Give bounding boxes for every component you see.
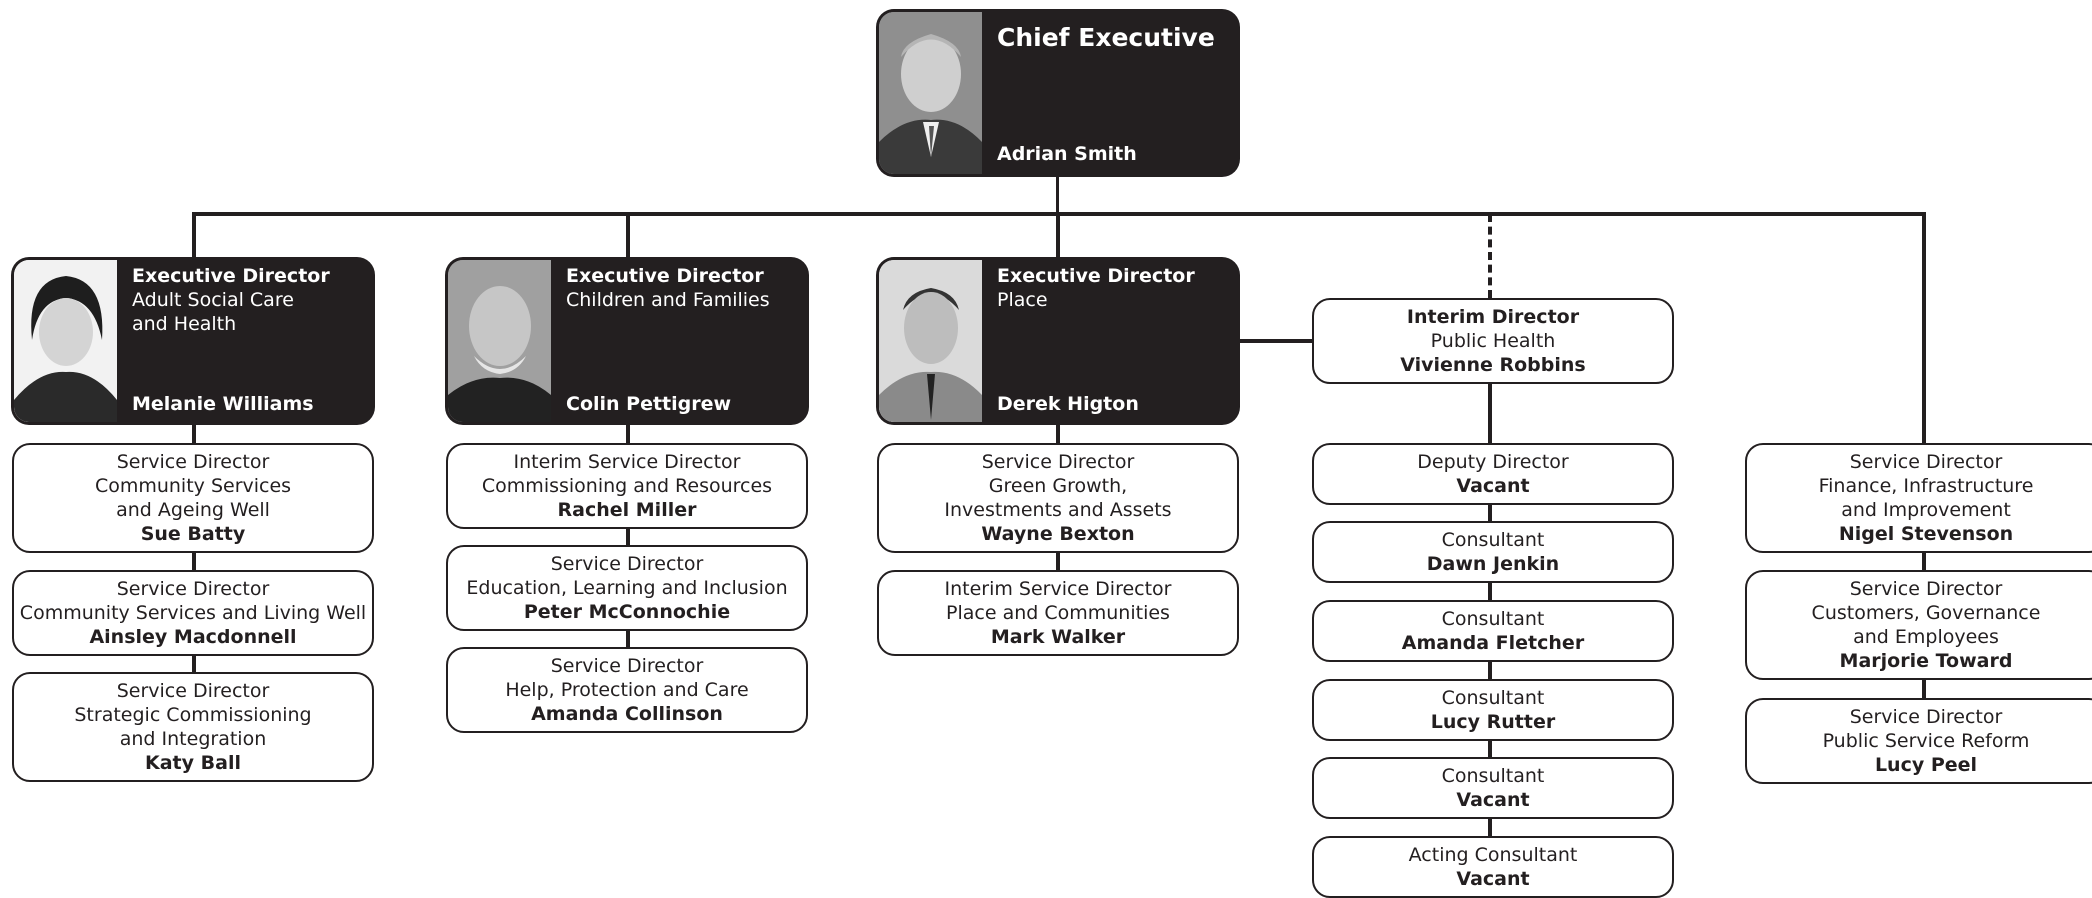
connector-line [1922,212,1926,444]
role-label: Acting Consultant [1408,844,1578,866]
person-name: Mark Walker [990,626,1126,648]
executive-director-photo [448,260,551,422]
public-health-staff-card: Consultant Dawn Jenkin [1312,521,1674,583]
public-health-department: Public Health [1430,330,1556,352]
chief-executive-name: Adrian Smith [997,143,1137,165]
service-director-card: Service Director Community Services and … [12,570,374,656]
dashed-connector-line [1488,214,1492,298]
executive-director-name: Derek Higton [997,393,1139,415]
public-health-name: Vivienne Robbins [1400,354,1586,376]
role-label: Service Director Community Services and … [94,451,292,521]
executive-director-title: Executive Director [132,265,330,287]
role-label: Service Director Education, Learning and… [466,553,788,599]
person-name: Dawn Jenkin [1426,553,1560,575]
public-health-staff-card: Deputy Director Vacant [1312,443,1674,505]
person-name: Vacant [1456,475,1530,497]
person-name: Wayne Bexton [981,523,1135,545]
person-name: Amanda Fletcher [1401,632,1585,654]
role-label: Interim Service Director Commissioning a… [481,451,773,497]
executive-director-photo [14,260,117,422]
executive-director-department: Children and Families [566,289,770,311]
role-label: Service Director Finance, Infrastructure… [1818,451,2034,521]
connector-line [626,422,630,650]
public-health-staff-card: Consultant Lucy Rutter [1312,679,1674,741]
service-director-card: Service Director Education, Learning and… [446,545,808,631]
executive-director-title: Executive Director [997,265,1195,287]
connector-line [626,212,630,257]
executive-director-photo [879,260,982,422]
person-name: Peter McConnochie [523,601,731,623]
public-health-director-card: Interim Director Public Health Vivienne … [1312,298,1674,384]
service-director-card: Service Director Customers, Governance a… [1745,570,2092,680]
role-label: Service Director Strategic Commissioning… [74,680,312,750]
service-director-card: Service Director Community Services and … [12,443,374,553]
service-director-card: Service Director Strategic Commissioning… [12,672,374,782]
role-label: Consultant [1441,608,1545,630]
person-name: Amanda Collinson [531,703,723,725]
role-label: Interim Service Director Place and Commu… [944,578,1172,624]
executive-director-name: Melanie Williams [132,393,314,415]
chief-executive-photo [879,12,982,174]
public-health-staff-card: Consultant Vacant [1312,757,1674,819]
role-label: Consultant [1441,529,1545,551]
executive-director-card-place: Executive Director Place Derek Higton [876,257,1240,425]
role-label: Service Director Community Services and … [19,578,367,624]
person-name: Vacant [1456,868,1530,890]
connector-line [1056,212,1060,257]
executive-director-card-children-families: Executive Director Children and Families… [445,257,809,425]
executive-director-title: Executive Director [566,265,764,287]
executive-director-name: Colin Pettigrew [566,393,732,415]
service-director-card: Service Director Public Service Reform L… [1745,698,2092,784]
person-name: Lucy Rutter [1430,711,1556,733]
person-name: Katy Ball [145,752,241,774]
person-name: Nigel Stevenson [1838,523,2014,545]
role-label: Deputy Director [1417,451,1569,473]
public-health-staff-card: Consultant Amanda Fletcher [1312,600,1674,662]
connector-line [192,212,196,257]
role-label: Consultant [1441,687,1545,709]
service-director-card: Interim Service Director Commissioning a… [446,443,808,529]
chief-executive-card: Chief Executive Adrian Smith [876,9,1240,177]
service-director-card: Interim Service Director Place and Commu… [877,570,1239,656]
person-name: Rachel Miller [557,499,697,521]
service-director-card: Service Director Help, Protection and Ca… [446,647,808,733]
executive-director-department: Adult Social Care and Health [132,289,294,335]
executive-director-card-adult-social-care: Executive Director Adult Social Care and… [11,257,375,425]
role-label: Service Director Customers, Governance a… [1811,578,2041,648]
person-name: Ainsley Macdonnell [89,626,297,648]
public-health-title: Interim Director [1406,306,1580,328]
role-label: Service Director Green Growth, Investmen… [944,451,1172,521]
person-name: Sue Batty [140,523,246,545]
person-name: Marjorie Toward [1839,650,2013,672]
service-director-card: Service Director Green Growth, Investmen… [877,443,1239,553]
public-health-staff-card: Acting Consultant Vacant [1312,836,1674,898]
service-director-card: Service Director Finance, Infrastructure… [1745,443,2092,553]
chief-executive-title: Chief Executive [997,23,1215,52]
role-label: Consultant [1441,765,1545,787]
connector-line [1056,174,1059,214]
executive-director-department: Place [997,289,1048,311]
connector-line [1238,339,1312,343]
person-name: Vacant [1456,789,1530,811]
role-label: Service Director Help, Protection and Ca… [505,655,749,701]
role-label: Service Director Public Service Reform [1822,706,2030,752]
person-name: Lucy Peel [1874,754,1978,776]
